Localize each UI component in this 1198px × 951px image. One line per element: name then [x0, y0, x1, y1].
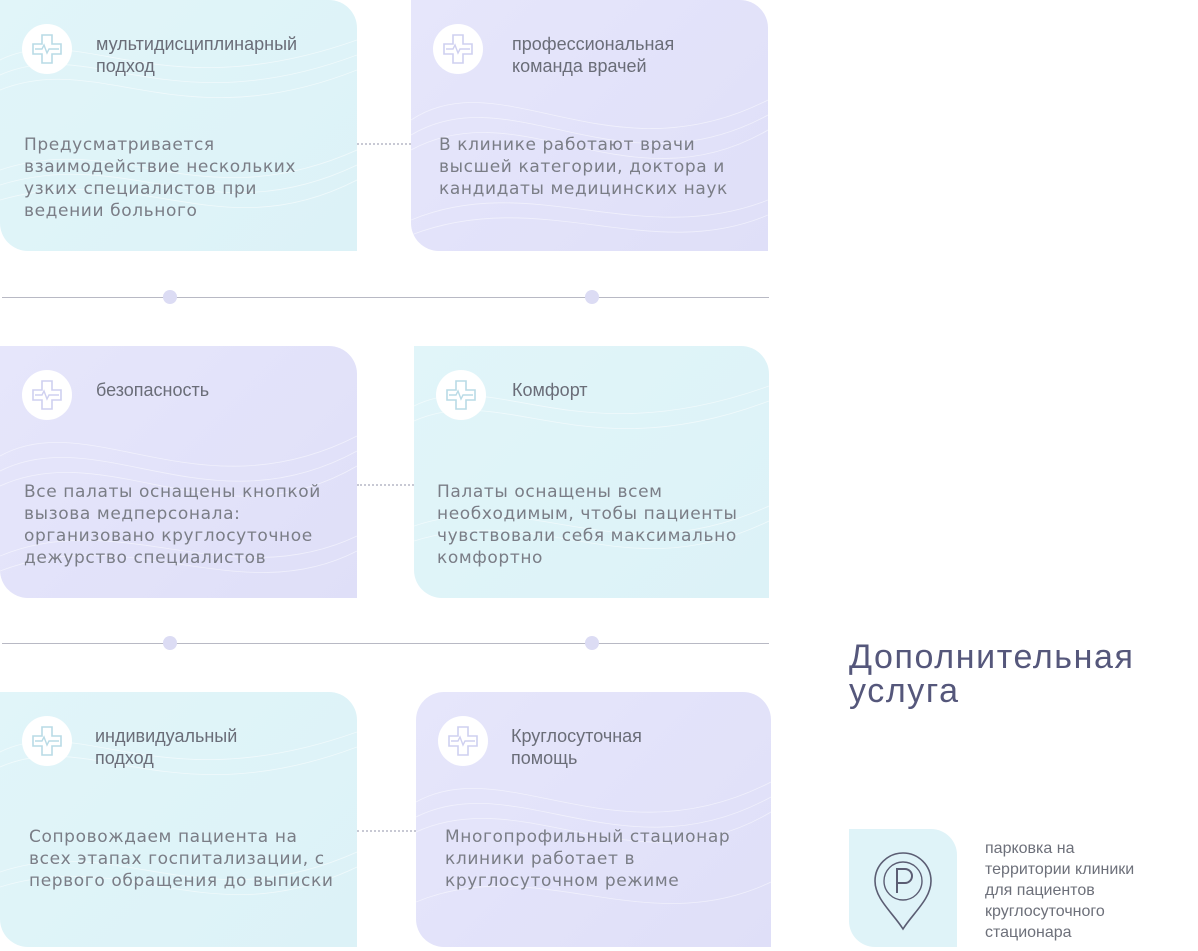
medical-cross-icon [22, 24, 72, 74]
card-text: Многопрофильный стационар клиники работа… [445, 827, 731, 891]
card-title: безопасность [96, 380, 210, 400]
card-text: Предусматривается взаимодействие несколь… [24, 135, 297, 221]
medical-cross-icon [438, 716, 488, 766]
wave-pattern [416, 781, 771, 904]
card-title: мультидисциплинарный подход [96, 34, 298, 76]
card-title: профессиональная команда врачей [512, 34, 675, 76]
section-divider [2, 643, 769, 644]
card-text: Палаты оснащены всем необходимым, чтобы … [437, 482, 738, 568]
medical-cross-icon [22, 716, 72, 766]
card-text: В клинике работают врачи высшей категори… [439, 135, 728, 199]
card-title: индивидуальный подход [95, 726, 238, 768]
dotted-connector [357, 143, 411, 145]
feature-card-professional-team: профессиональная команда врачей В клиник… [411, 0, 768, 251]
card-text: Все палаты оснащены кнопкой вызова медпе… [24, 482, 321, 568]
divider-dot [585, 290, 599, 304]
parking-tile [849, 829, 957, 947]
feature-card-individual-approach: индивидуальный подход Сопровождаем пацие… [0, 692, 357, 947]
wave-pattern [411, 99, 768, 236]
medical-cross-icon [433, 24, 483, 74]
card-title: Комфорт [512, 380, 588, 400]
wave-pattern [0, 435, 357, 573]
card-title: Круглосуточная помощь [511, 726, 642, 768]
additional-service-heading: Дополнительная услуга [849, 638, 1135, 710]
divider-dot [163, 290, 177, 304]
parking-description: парковка на территории клиники для пацие… [985, 840, 1135, 941]
medical-cross-icon [436, 370, 486, 420]
medical-cross-icon [22, 370, 72, 420]
section-divider [2, 297, 769, 298]
divider-dot [163, 636, 177, 650]
feature-card-multidisciplinary: мультидисциплинарный подход Предусматрив… [0, 0, 357, 251]
divider-dot [585, 636, 599, 650]
feature-card-round-the-clock: Круглосуточная помощь Многопрофильный ст… [416, 692, 771, 947]
dotted-connector [357, 830, 416, 832]
feature-card-comfort: Комфорт Палаты оснащены всем необходимым… [414, 346, 769, 598]
card-text: Сопровождаем пациента на всех этапах гос… [29, 827, 334, 891]
feature-card-safety: безопасность Все палаты оснащены кнопкой… [0, 346, 357, 598]
dotted-connector [357, 484, 414, 486]
parking-pin-icon [874, 852, 932, 931]
